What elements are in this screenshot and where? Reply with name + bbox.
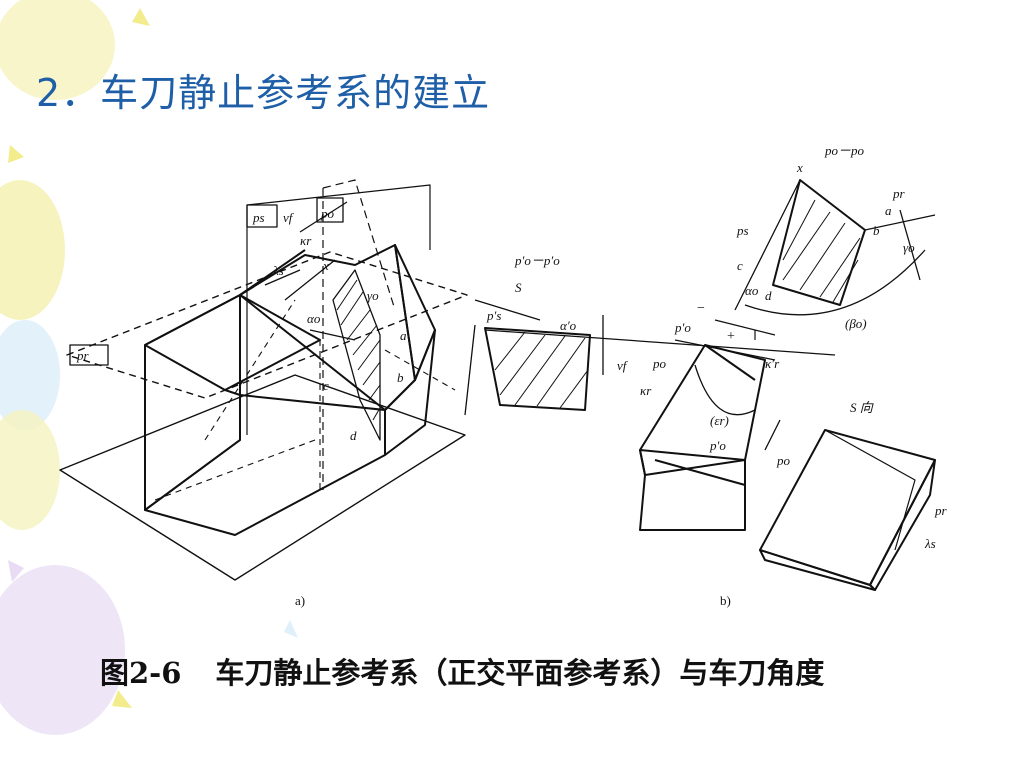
label-ls-b: λs — [924, 536, 936, 551]
section-hatch-prime — [484, 327, 591, 411]
label-go-b: γo — [903, 240, 915, 255]
label-c-b: c — [737, 258, 743, 273]
label-a: a — [400, 328, 407, 343]
confetti-2 — [8, 145, 24, 163]
label-box-pr — [69, 344, 109, 366]
label-b: b — [397, 370, 404, 385]
hatch-lines-a — [336, 279, 381, 421]
confetti-1 — [132, 8, 150, 26]
label-box-po — [316, 197, 344, 223]
hatch-lines-top — [782, 199, 861, 303]
label-d-b: d — [765, 288, 772, 303]
tool-side — [144, 394, 386, 536]
label-pr-b: pr — [892, 186, 906, 201]
label-kr-prime: κ′r — [765, 356, 780, 371]
confetti-3 — [112, 690, 132, 708]
label-vf-b: vf — [617, 358, 629, 373]
label-go: γo — [367, 288, 379, 303]
label-S: S — [515, 280, 522, 295]
arrow-S-prime — [464, 299, 541, 416]
orthogonal-plane-po — [322, 179, 396, 490]
tool-head-side — [384, 329, 436, 456]
label-ao-b: αo — [745, 283, 759, 298]
slide-title: 2．车刀静止参考系的建立 — [36, 71, 491, 115]
label-plus: + — [727, 329, 735, 344]
label-po-b-2: po — [776, 453, 791, 468]
caption-number: 图2-6 — [100, 656, 182, 690]
label-vf: vf — [283, 210, 295, 225]
arrow-po-b — [764, 419, 781, 451]
tool-s-view-edges — [824, 429, 916, 551]
angle-lines-b — [674, 319, 776, 361]
label-ps: ps — [252, 210, 265, 225]
line-ps-b — [734, 179, 936, 311]
tool-edge-b2 — [654, 459, 746, 486]
arrow-vf — [299, 201, 348, 233]
label-kr: κr — [300, 233, 312, 248]
tool-edge-2 — [224, 389, 241, 396]
label-x: x — [322, 258, 329, 273]
label-ps-prime: p′s — [486, 308, 501, 323]
label-ao-prime: α′o — [560, 318, 577, 333]
arrow-feed-b — [484, 315, 836, 375]
label-a-b: a — [885, 203, 892, 218]
label-x-b: x — [796, 160, 803, 175]
arc-eps — [694, 364, 756, 416]
tool-head-flank — [394, 244, 436, 381]
label-pr-b-2: pr — [934, 503, 948, 518]
label-b-b: b — [873, 223, 880, 238]
arc-beta — [744, 249, 926, 316]
balloon-yellow-left — [0, 180, 65, 320]
panel-a-label: a) — [295, 593, 305, 608]
arrow-ao — [309, 329, 356, 341]
label-po-prime-2: p′o — [709, 438, 726, 453]
label-box-ps — [246, 204, 278, 228]
label-eps: (εr) — [710, 413, 729, 428]
hatch-lines-prime — [494, 331, 589, 409]
label-c: c — [323, 378, 329, 393]
tool-shank-b — [639, 449, 746, 531]
label-S-dir: S 向 — [850, 400, 874, 415]
label-d: d — [350, 428, 357, 443]
tool-edge-b — [704, 344, 756, 381]
balloon-yellow-mid — [0, 410, 60, 530]
label-beta: (βo) — [845, 316, 867, 331]
figure-caption: 图2-6 车刀静止参考系（正交平面参考系）与车刀角度 — [100, 650, 824, 692]
confetti-5 — [284, 620, 298, 638]
label-po-prime: p′o — [674, 320, 691, 335]
balloon-yellow-top — [0, 0, 115, 100]
label-ao: αo — [307, 311, 321, 326]
balloon-blue-left — [0, 320, 60, 430]
section-hatch-top — [772, 179, 866, 306]
label-kr-b: κr — [640, 383, 652, 398]
panel-b-label: b) — [720, 593, 731, 608]
arrow-ls — [264, 259, 336, 301]
section-hatch-a — [332, 269, 381, 441]
label-section-prime: p′o－p′o — [514, 253, 560, 268]
tool-s-view-bottom — [759, 549, 876, 591]
lathe-tool-reference-figure: ps vf po κr λs x αo γo a b c d pr a) p′o… — [59, 143, 948, 608]
balloon-purple-bottom — [0, 565, 125, 735]
ground-plane — [59, 374, 466, 581]
label-pr: pr — [76, 348, 90, 363]
label-ls: λs — [272, 263, 284, 278]
label-po-b: po — [652, 356, 667, 371]
base-plane-pr — [66, 251, 468, 399]
label-section-top: po－po — [824, 143, 865, 158]
label-po: po — [320, 206, 335, 221]
confetti-4 — [8, 560, 24, 582]
label-ps-b: ps — [736, 223, 749, 238]
caption-text: 车刀静止参考系（正交平面参考系）与车刀角度 — [215, 656, 825, 690]
label-minus: − — [697, 301, 705, 316]
